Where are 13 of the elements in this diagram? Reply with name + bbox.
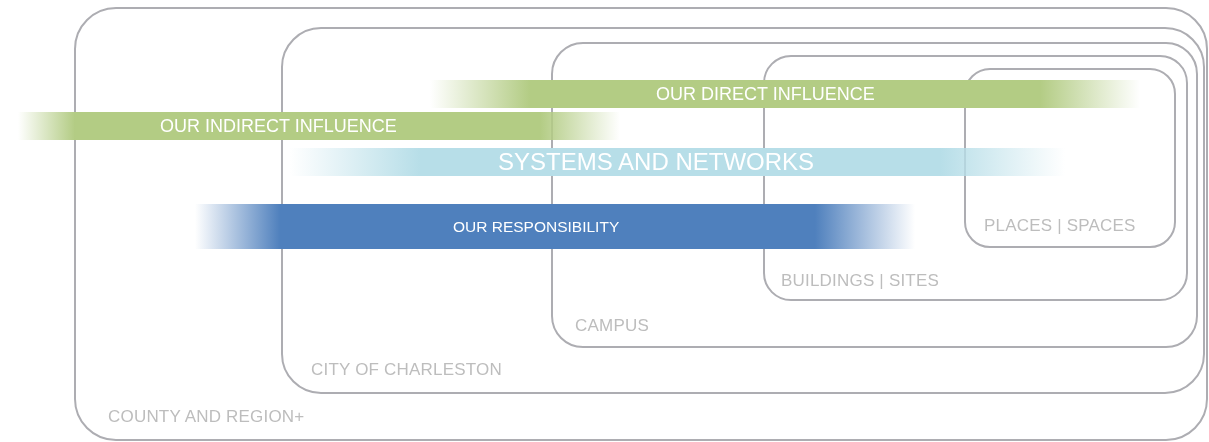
gradient-band bbox=[195, 204, 915, 249]
scope-label: COUNTY AND REGION+ bbox=[108, 407, 305, 427]
scope-label: PLACES | SPACES bbox=[984, 216, 1136, 236]
band-label: OUR RESPONSIBILITY bbox=[453, 217, 620, 236]
scope-label: CAMPUS bbox=[575, 316, 649, 336]
scope-label: CITY OF CHARLESTON bbox=[311, 360, 502, 380]
band-label: OUR INDIRECT INFLUENCE bbox=[160, 115, 397, 137]
scope-box bbox=[74, 7, 1208, 441]
scope-label: BUILDINGS | SITES bbox=[781, 271, 940, 291]
scope-box bbox=[964, 68, 1176, 248]
band-label: OUR DIRECT INFLUENCE bbox=[656, 83, 875, 105]
band-label: SYSTEMS AND NETWORKS bbox=[498, 148, 815, 176]
gradient-band bbox=[18, 112, 620, 140]
